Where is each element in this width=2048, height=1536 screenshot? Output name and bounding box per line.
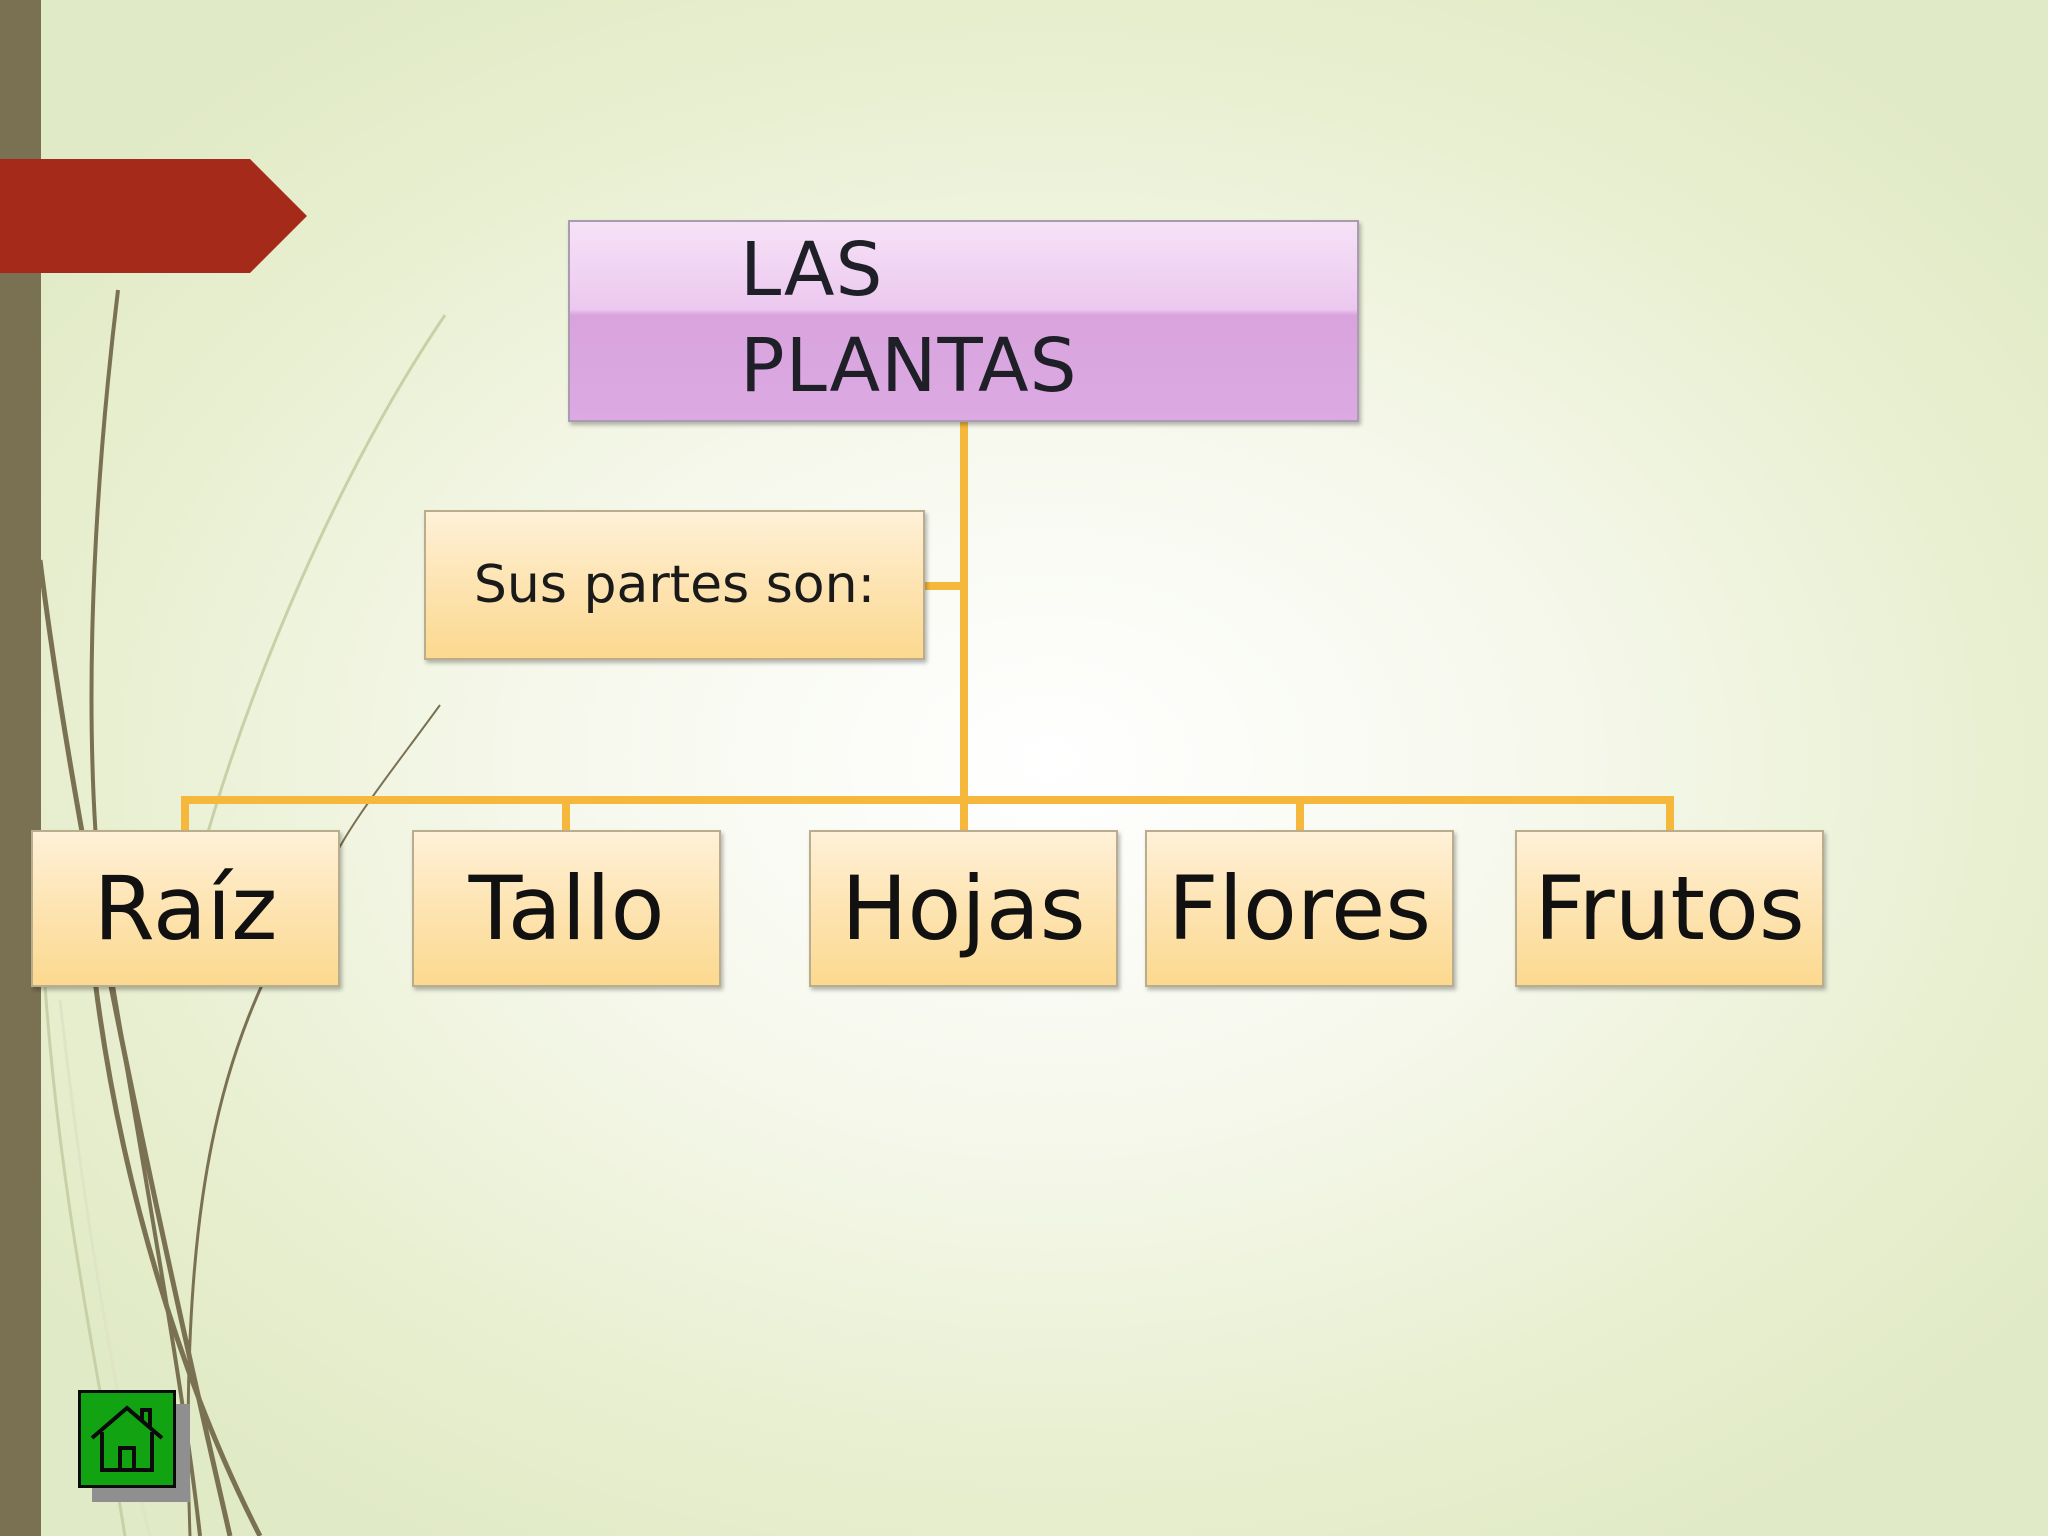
home-icon [90,1405,164,1472]
part-node-frutos: Frutos [1515,830,1824,987]
intermediate-node: Sus partes son: [424,510,925,660]
part-node-tallo: Tallo [412,830,721,987]
part-label-frutos: Frutos [1534,857,1805,960]
root-node: LAS PLANTAS [568,220,1359,422]
part-node-raiz: Raíz [31,830,340,987]
red-arrow-tab [0,159,307,273]
part-node-hojas: Hojas [809,830,1118,987]
part-node-flores: Flores [1145,830,1454,987]
part-label-hojas: Hojas [841,857,1086,960]
home-button[interactable] [78,1390,176,1488]
part-label-tallo: Tallo [468,857,665,960]
intermediate-label: Sus partes son: [473,555,876,615]
root-label: LAS PLANTAS [740,222,1078,414]
part-label-raiz: Raíz [93,857,278,960]
part-label-flores: Flores [1167,857,1432,960]
root-label-line1: LAS [740,227,884,313]
root-label-line2: PLANTAS [740,323,1078,409]
